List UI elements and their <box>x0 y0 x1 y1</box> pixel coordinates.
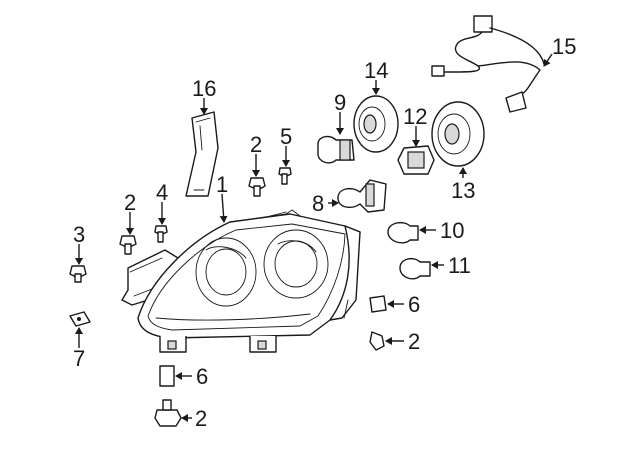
bolt-part <box>119 177 385 427</box>
callout-3: 3 <box>73 222 85 247</box>
callout-13: 13 <box>451 178 475 203</box>
mounting-bracket-part <box>185 111 219 197</box>
callout-7: 7 <box>73 346 85 371</box>
socket-part <box>397 145 435 175</box>
callout-2: 2 <box>408 329 420 354</box>
callout-4: 4 <box>156 180 168 205</box>
wiring-harness-part <box>431 15 545 113</box>
cover-part <box>353 95 485 167</box>
callout-1: 1 <box>216 172 228 197</box>
screw-part <box>69 167 292 283</box>
callout-12: 12 <box>403 104 427 129</box>
callout-5: 5 <box>280 124 292 149</box>
callout-15: 15 <box>552 34 576 59</box>
callout-14: 14 <box>364 58 388 83</box>
callout-labels: 1 2 2 2 2 3 4 5 6 6 7 8 9 10 11 12 13 14… <box>73 34 576 431</box>
callout-9: 9 <box>334 90 346 115</box>
callout-11: 11 <box>448 253 471 278</box>
callout-2: 2 <box>124 190 136 215</box>
callout-16: 16 <box>192 76 216 101</box>
clip-part <box>69 295 387 387</box>
callout-2: 2 <box>250 132 262 157</box>
callout-10: 10 <box>440 218 464 243</box>
callout-8: 8 <box>312 191 324 216</box>
callout-leaders <box>75 53 553 422</box>
callout-6: 6 <box>408 292 420 317</box>
callout-6: 6 <box>196 364 208 389</box>
bulb-part <box>317 135 431 280</box>
headlamp-assembly <box>121 209 361 353</box>
callout-2: 2 <box>195 406 207 431</box>
